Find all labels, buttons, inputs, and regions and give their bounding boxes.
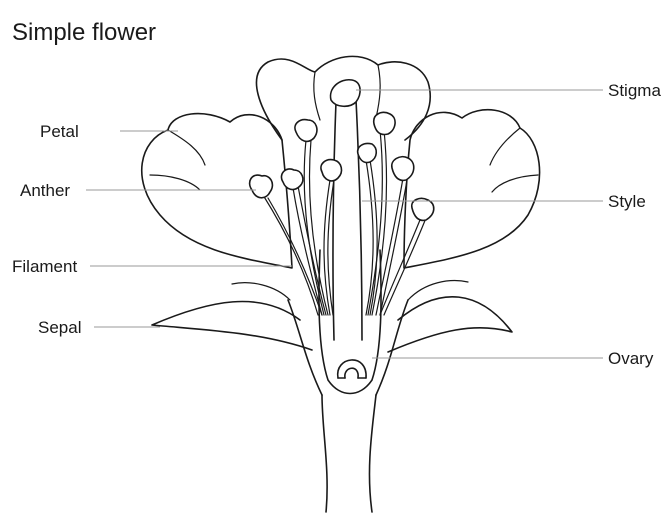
diagram-title: Simple flower	[12, 19, 156, 46]
flower-illustration	[142, 56, 540, 512]
petal-right	[404, 110, 540, 268]
sepal-right	[388, 281, 512, 352]
label-ovary: Ovary	[608, 349, 654, 368]
label-petal: Petal	[40, 122, 79, 141]
style-column	[333, 100, 362, 340]
part-labels: Petal Anther Filament Sepal Stigma Style…	[12, 81, 661, 368]
ovule	[338, 360, 366, 378]
sepal-left	[152, 283, 312, 350]
label-anther: Anther	[20, 181, 70, 200]
label-filament: Filament	[12, 257, 77, 276]
stigma	[331, 80, 361, 107]
label-style: Style	[608, 192, 646, 211]
stem	[322, 395, 376, 512]
leader-lines	[86, 90, 603, 358]
label-sepal: Sepal	[38, 318, 81, 337]
label-stigma: Stigma	[608, 81, 661, 100]
